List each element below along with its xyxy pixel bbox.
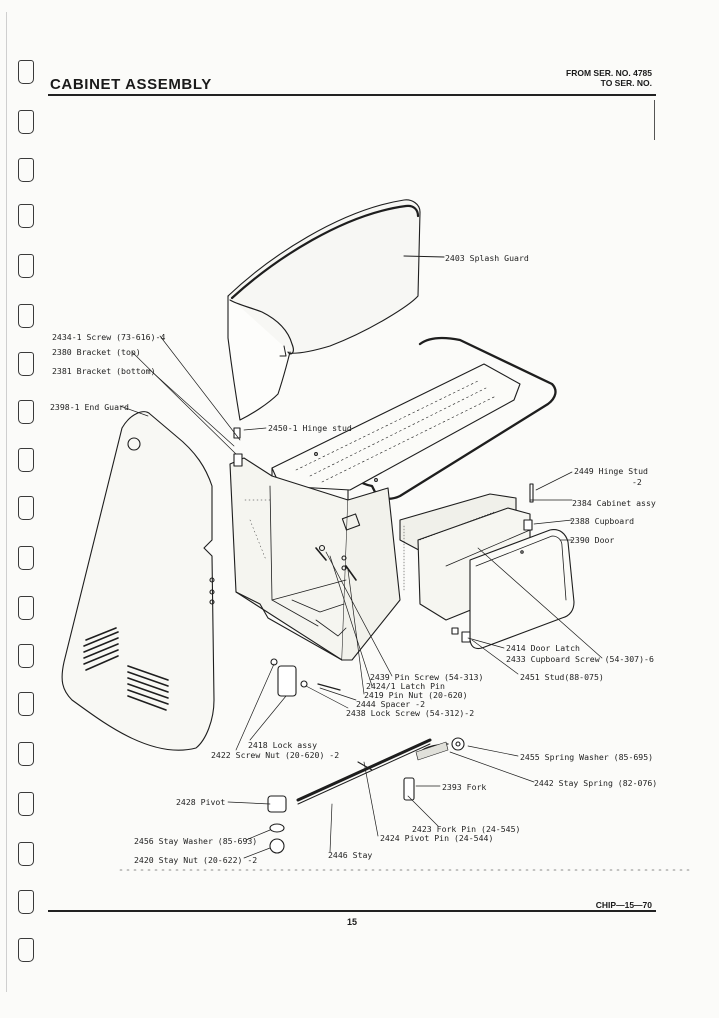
header-side-mark [654, 100, 655, 140]
label-2422: 2422 Screw Nut (20-620) -2 [211, 750, 340, 760]
label-2442: 2442 Stay Spring (82-076) [534, 778, 658, 788]
label-2439: 2439 Pin Screw (54-313) [370, 672, 484, 682]
binder-hole [18, 400, 34, 424]
label-2420: 2420 Stay Nut (20-622) -2 [134, 855, 258, 865]
page-number: 15 [346, 917, 357, 927]
page-title: CABINET ASSEMBLY [50, 76, 212, 93]
document-code: CHIP—15—70 [595, 900, 652, 910]
cabinet-body [229, 452, 401, 661]
label-2446: 2446 Stay [328, 850, 373, 860]
binder-hole [18, 60, 34, 84]
binder-hole [18, 742, 34, 766]
binder-hole [18, 304, 34, 328]
label-2414: 2414 Door Latch [506, 643, 580, 653]
header-rule [48, 94, 656, 96]
binder-hole [18, 110, 34, 134]
label-2418: 2418 Lock assy [248, 740, 318, 750]
cabinet-top-frame [271, 336, 557, 501]
label-2393: 2393 Fork [442, 782, 487, 792]
label-2423: 2423 Fork Pin (24-545) [412, 824, 521, 834]
label-2449-qty: -2 [632, 477, 642, 487]
binder-hole [18, 692, 34, 716]
label-2455: 2455 Spring Washer (85-695) [520, 752, 654, 762]
hardware [233, 427, 534, 697]
label-2398: 2398-1 End Guard [50, 402, 129, 412]
label-2381: 2381 Bracket (bottom) [52, 366, 156, 376]
binder-hole [18, 792, 34, 816]
binder-hole [18, 644, 34, 668]
binder-hole [18, 448, 34, 472]
label-2456: 2456 Stay Washer (85-693) [134, 836, 258, 846]
serial-to: TO SER. NO. [600, 78, 652, 88]
binder-hole [18, 254, 34, 278]
binder-hole [18, 204, 34, 228]
label-2428: 2428 Pivot [176, 797, 226, 807]
label-2388: 2388 Cupboard [570, 516, 635, 526]
label-2424: 2424 Pivot Pin (24-544) [380, 833, 494, 843]
binder-hole [18, 596, 34, 620]
binding-margin-line [6, 12, 7, 992]
label-2424-1: 2424/1 Latch Pin [366, 681, 445, 691]
label-2403: 2403 Splash Guard [445, 253, 529, 263]
label-2438: 2438 Lock Screw (54-312)-2 [346, 708, 475, 718]
splash-guard [227, 199, 445, 421]
label-2419: 2419 Pin Nut (20-620) [364, 690, 468, 700]
door [469, 529, 575, 650]
label-2390: 2390 Door [570, 535, 615, 545]
serial-from: FROM SER. NO. 4785 [566, 68, 652, 78]
label-2380: 2380 Bracket (top) [52, 347, 141, 357]
label-2449: 2449 Hinge Stud [574, 466, 648, 476]
stay-mechanism [267, 737, 465, 854]
binder-hole [18, 158, 34, 182]
binder-hole [18, 938, 34, 962]
leader-lines [119, 335, 603, 859]
binder-hole [18, 352, 34, 376]
label-2450: 2450-1 Hinge stud [268, 423, 352, 433]
label-2451: 2451 Stud(88-075) [520, 672, 604, 682]
end-guard [61, 411, 215, 751]
footer-rule [48, 910, 656, 912]
binder-hole [18, 496, 34, 520]
label-2434: 2434-1 Screw (73-616)-4 [52, 332, 166, 342]
binder-hole [18, 546, 34, 570]
label-2433: 2433 Cupboard Screw (54-307)-6 [506, 654, 654, 664]
label-2384: 2384 Cabinet assy [572, 498, 656, 508]
label-2444: 2444 Spacer -2 [356, 699, 426, 709]
binder-hole [18, 842, 34, 866]
binder-hole [18, 890, 34, 914]
